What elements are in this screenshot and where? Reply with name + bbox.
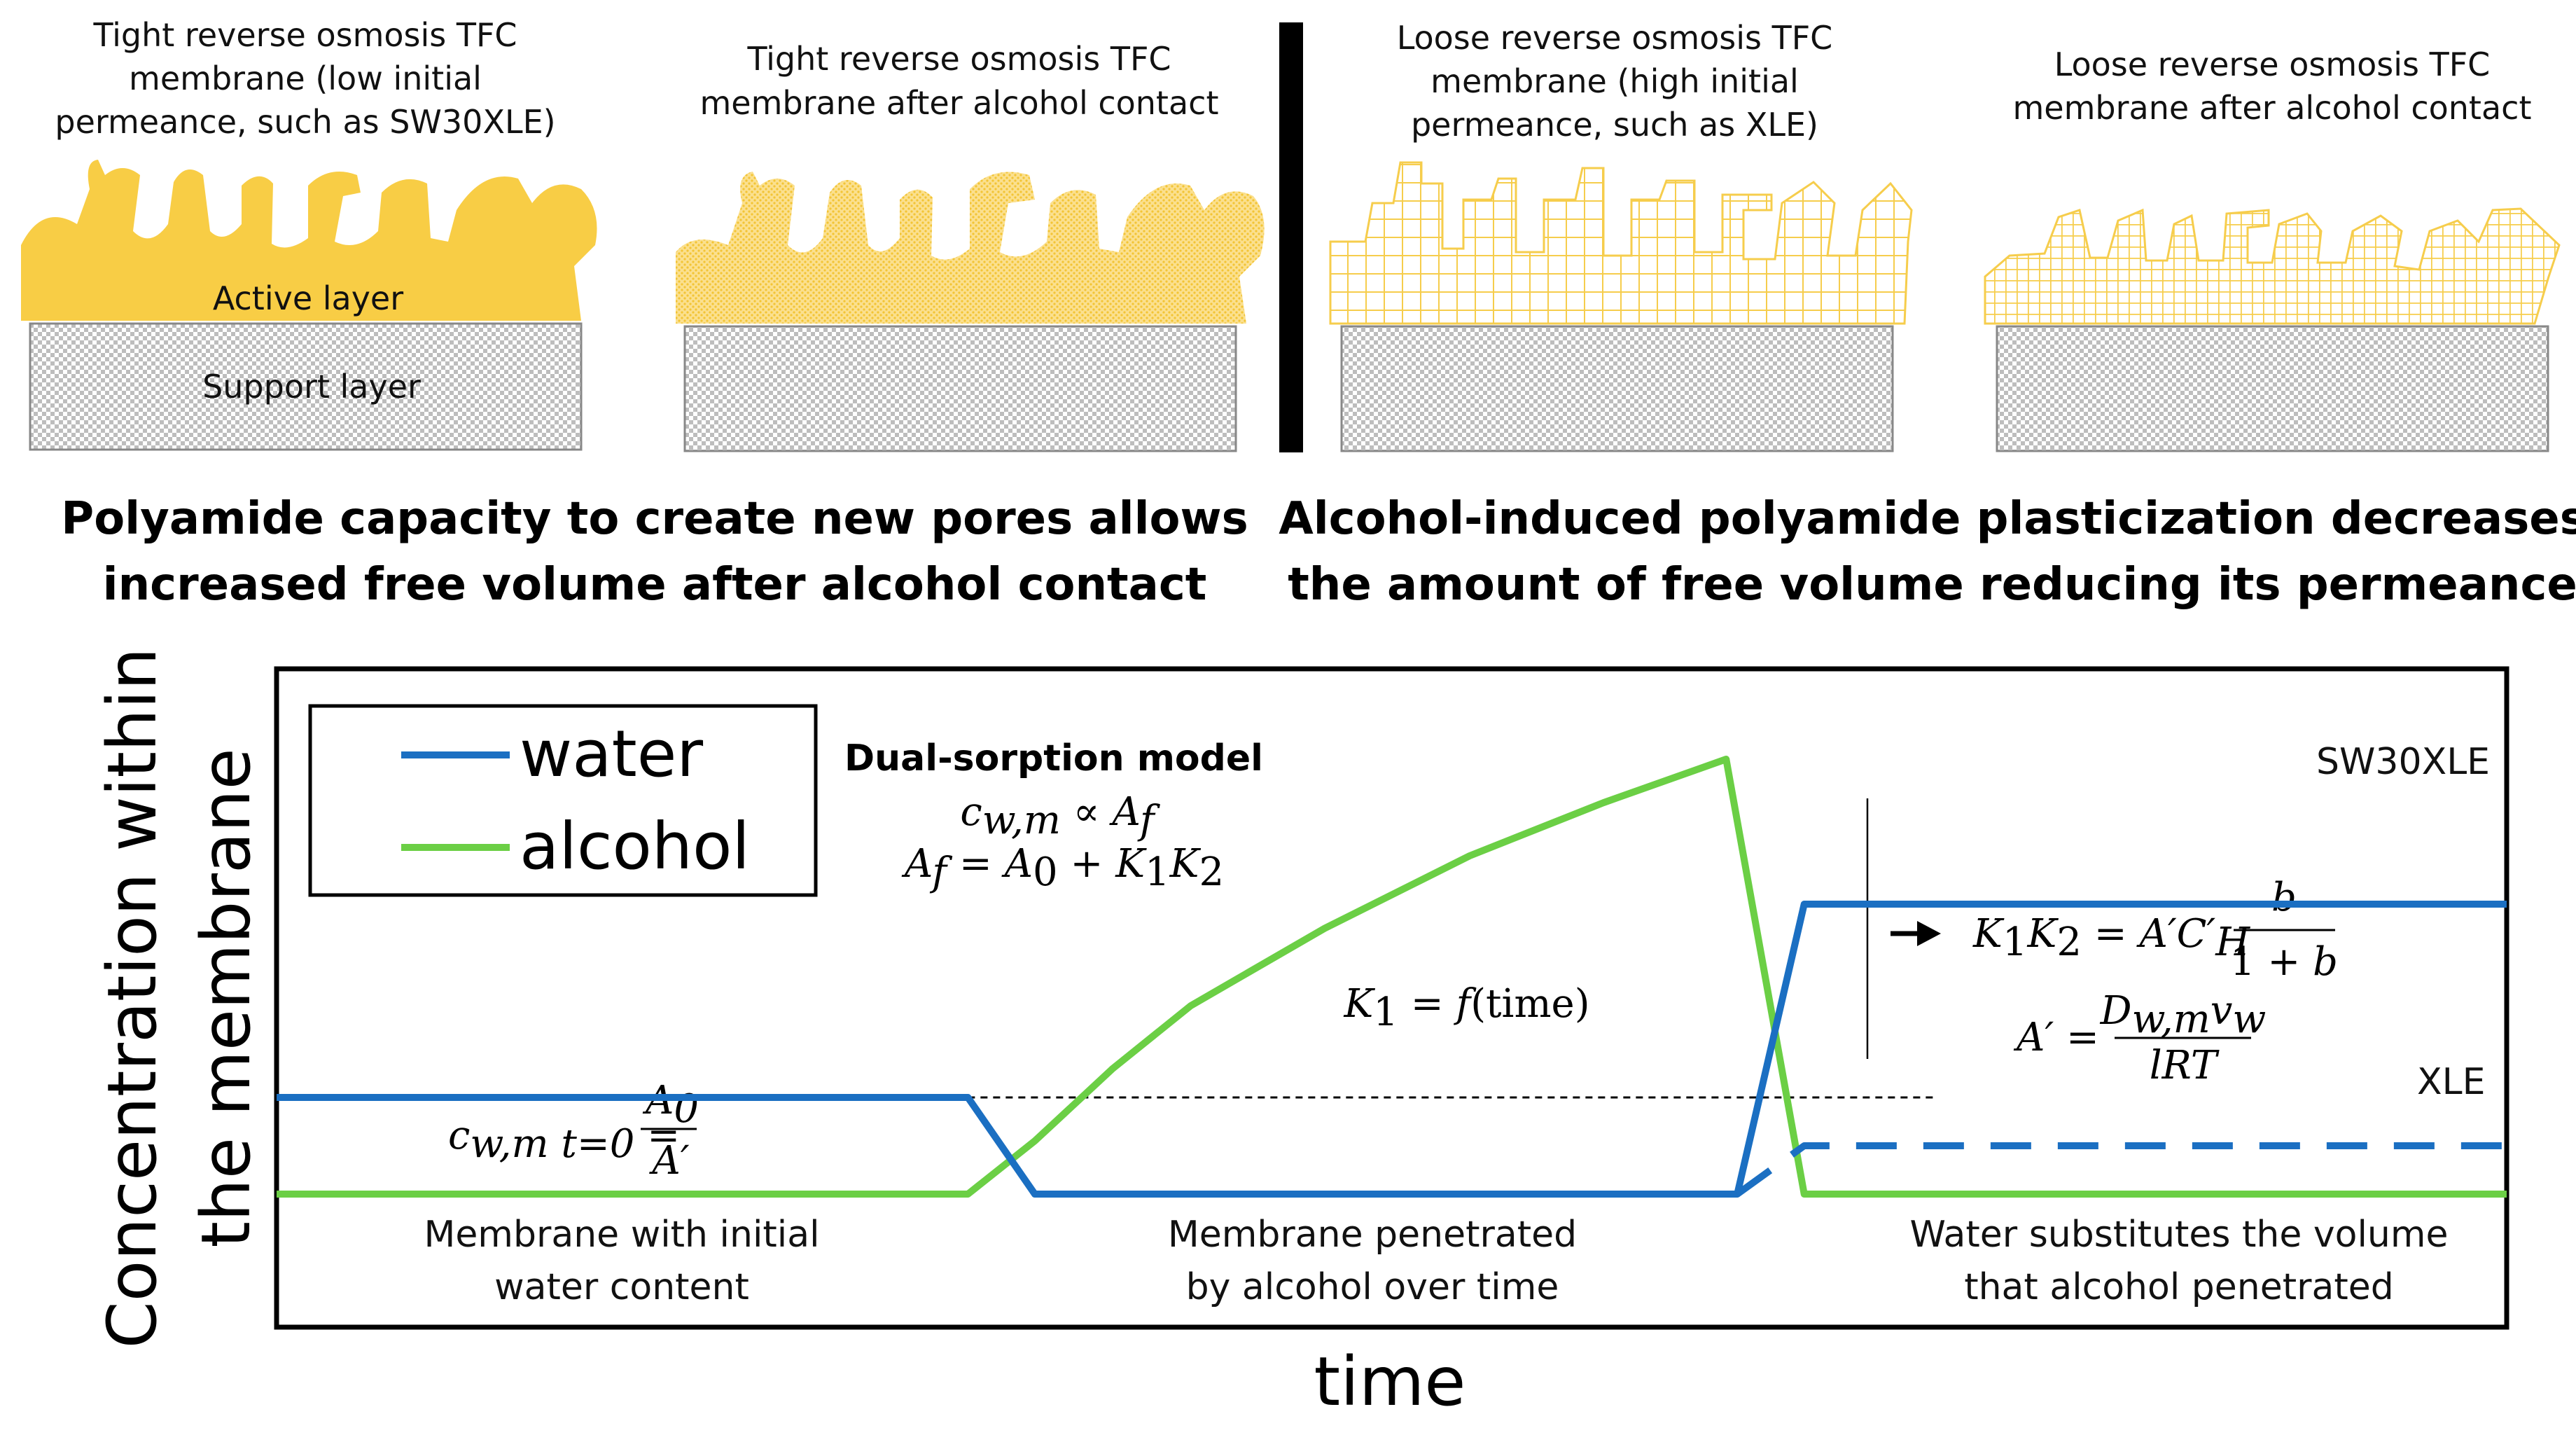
- active-layer-shape: [21, 160, 597, 321]
- segment-label-line: by alcohol over time: [1186, 1266, 1559, 1308]
- caption-line: Loose reverse osmosis TFC: [2054, 46, 2491, 83]
- equation-af: Af = A0 + K1K2: [901, 841, 1224, 895]
- x-axis-label: time: [1314, 1343, 1466, 1421]
- svg-text:Dw,mvw: Dw,mvw: [2100, 988, 2267, 1042]
- support-layer: [1996, 325, 2549, 452]
- active-layer-shape: [1984, 207, 2561, 325]
- panel-loose-initial: Loose reverse osmosis TFC membrane (high…: [1329, 19, 1913, 452]
- panel-tight-after: Tight reverse osmosis TFC membrane after…: [676, 40, 1265, 452]
- caption-line: membrane (low initial: [129, 60, 482, 97]
- support-layer: [1340, 325, 1894, 452]
- panel-separator: [1279, 22, 1303, 452]
- legend-label-alcohol: alcohol: [520, 809, 750, 884]
- equation-aprime: A′ = Dw,mvw lRT: [2013, 988, 2266, 1088]
- caption-line: Loose reverse osmosis TFC: [1397, 19, 1833, 57]
- svg-text:A′: A′: [648, 1138, 689, 1184]
- support-layer: [29, 322, 583, 451]
- heading-right-line: Alcohol-induced polyamide plasticization…: [1279, 493, 2576, 545]
- caption-line: permeance, such as SW30XLE): [55, 103, 555, 141]
- caption-line: membrane (high initial: [1430, 62, 1799, 100]
- model-title: Dual-sorption model: [844, 737, 1263, 779]
- svg-text:lRT: lRT: [2150, 1043, 2220, 1088]
- active-layer-label: Active layer: [213, 279, 403, 317]
- caption-line: membrane after alcohol contact: [2013, 89, 2532, 127]
- segment-label-line: that alcohol penetrated: [1964, 1266, 2394, 1308]
- caption-line: Tight reverse osmosis TFC: [92, 16, 517, 54]
- equation-c0: cw,m t=0 = A0 A′: [448, 1078, 699, 1184]
- series-line-water-dashed: [1735, 1142, 2507, 1198]
- panel-loose-after: Loose reverse osmosis TFC membrane after…: [1984, 46, 2561, 452]
- caption-line: permeance, such as XLE): [1411, 106, 1818, 144]
- caption-line: Tight reverse osmosis TFC: [746, 40, 1171, 78]
- segment-label-line: Water substitutes the volume: [1909, 1214, 2448, 1256]
- svg-text:b: b: [2271, 875, 2297, 920]
- svg-text:K1K2 = A′C′H: K1K2 = A′C′H: [1972, 911, 2250, 965]
- equation-proportional: cw,m ∝ Af: [960, 789, 1161, 843]
- legend-box: [308, 704, 818, 897]
- equation-k1: K1 = f(time): [1343, 981, 1589, 1035]
- y-axis-label-line: the membrane: [187, 748, 265, 1247]
- caption-line: membrane after alcohol contact: [700, 84, 1219, 122]
- heading-left-line: increased free volume after alcohol cont…: [103, 559, 1207, 611]
- support-layer: [683, 325, 1237, 452]
- active-layer-shape: [1329, 161, 1913, 325]
- y-axis-label-line: Concentration within: [93, 648, 172, 1349]
- heading-left-line: Polyamide capacity to create new pores a…: [61, 493, 1248, 545]
- concentration-chart: Concentration within the membrane time w…: [93, 648, 2509, 1421]
- chart-frame: [274, 666, 2509, 1330]
- svg-text:1 + b: 1 + b: [2230, 939, 2338, 985]
- segment-label-line: Membrane with initial: [424, 1214, 819, 1256]
- legend-label-water: water: [520, 716, 703, 791]
- equation-k1k2: K1K2 = A′C′H b 1 + b: [1891, 875, 2338, 985]
- svg-text:A0: A0: [642, 1078, 699, 1132]
- series-line-water: [277, 901, 2507, 1198]
- panel-tight-initial: Tight reverse osmosis TFC membrane (low …: [21, 16, 597, 451]
- series-label-xle: XLE: [2417, 1061, 2485, 1103]
- support-layer-label: Support layer: [202, 368, 421, 405]
- svg-text:A′ =: A′ =: [2013, 1015, 2099, 1060]
- segment-label-line: water content: [494, 1266, 749, 1308]
- segment-label-line: Membrane penetrated: [1168, 1214, 1577, 1256]
- series-label-sw30xle: SW30XLE: [2316, 741, 2490, 783]
- active-layer-shape: [676, 172, 1265, 324]
- plot-layer: [277, 756, 2507, 1198]
- heading-right-line: the amount of free volume reducing its p…: [1288, 559, 2576, 611]
- legend: water alcohol: [308, 704, 818, 897]
- svg-text:cw,m t=0 =: cw,m t=0 =: [448, 1113, 680, 1167]
